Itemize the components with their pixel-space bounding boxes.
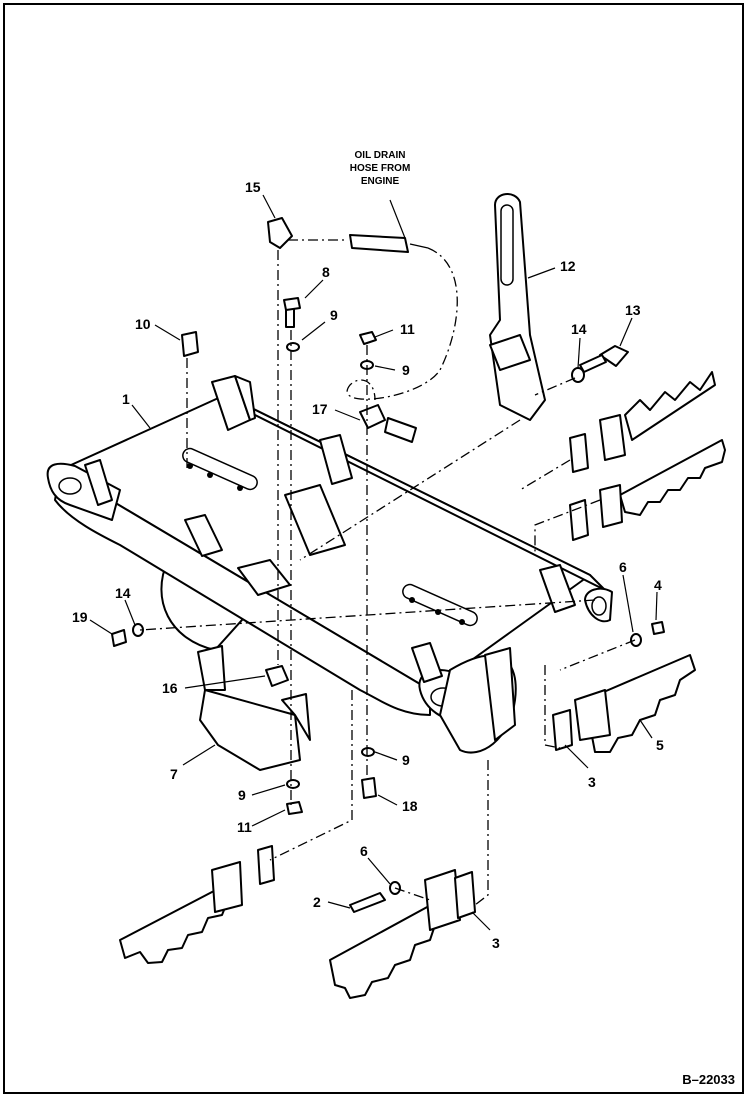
hardware: [111, 217, 665, 913]
callout-19: 19: [72, 609, 88, 625]
callout-13: 13: [625, 302, 641, 318]
track-guide-lower-center: [329, 869, 476, 999]
cover-plate: [197, 645, 311, 771]
nut-19: [111, 629, 127, 647]
callout-3: 3: [588, 774, 596, 790]
callout-9: 9: [238, 787, 246, 803]
callout-9: 9: [402, 362, 410, 378]
callout-1: 1: [122, 391, 130, 407]
callout-14: 14: [115, 585, 131, 601]
callout-numbers: 1 2 3 3 4 5 6 6 7 8 9 9 9 9 10 11 11 12 …: [72, 179, 664, 951]
callout-2: 2: [313, 894, 321, 910]
fitting-10: [181, 331, 199, 357]
note-line-2: HOSE FROM: [350, 163, 411, 174]
callout-14: 14: [571, 321, 587, 337]
callout-6: 6: [619, 559, 627, 575]
track-guide-middle-right: [569, 439, 726, 541]
assembly-lines: [139, 239, 636, 906]
elbow-fitting-15: [267, 217, 293, 249]
center-bracket: [284, 484, 346, 556]
bolt-18: [361, 777, 377, 799]
callout-4: 4: [654, 577, 662, 593]
callout-17: 17: [312, 401, 328, 417]
track-guide-lower-right-5: [552, 654, 696, 753]
callout-7: 7: [170, 766, 178, 782]
nut-16: [265, 665, 289, 687]
right-motor-plate: [484, 647, 516, 741]
callout-9: 9: [330, 307, 338, 323]
hose-fitting: [349, 234, 409, 253]
callout-18: 18: [402, 798, 418, 814]
undercarriage-frame: [46, 375, 613, 754]
callout-16: 16: [162, 680, 178, 696]
fitting-17: [359, 404, 386, 429]
callout-10: 10: [135, 316, 151, 332]
bolt-2: [349, 892, 386, 913]
slot-left: [182, 447, 258, 491]
frame-opening: [237, 559, 291, 596]
note-line-3: ENGINE: [361, 176, 400, 187]
bracket-right-2: [411, 642, 443, 683]
lever: [489, 193, 546, 421]
callout-5: 5: [656, 737, 664, 753]
frame-side-face: [54, 469, 431, 716]
callout-note: OIL DRAIN HOSE FROM ENGINE: [350, 150, 411, 187]
callout-12: 12: [560, 258, 576, 274]
callout-15: 15: [245, 179, 261, 195]
bolt-13: [599, 345, 629, 367]
bracket-tl-2: [84, 459, 113, 506]
spacer-plate-3-upper: [552, 709, 573, 751]
bracket-mid-2: [184, 514, 223, 557]
track-guide-lower-left: [119, 845, 275, 964]
note-line-1: OIL DRAIN: [355, 150, 406, 161]
bracket-mid-1: [319, 434, 353, 485]
callout-11: 11: [400, 321, 415, 337]
track-guide-upper-right: [569, 371, 716, 473]
leader-lines: [89, 194, 658, 931]
callout-9: 9: [402, 752, 410, 768]
callout-8: 8: [322, 264, 330, 280]
bracket-right-1: [539, 564, 576, 613]
callout-11: 11: [237, 819, 252, 835]
callout-3: 3: [492, 935, 500, 951]
spacer-plate-3-lower: [454, 871, 476, 919]
callout-6: 6: [360, 843, 368, 859]
figure-id: B–22033: [682, 1072, 735, 1087]
